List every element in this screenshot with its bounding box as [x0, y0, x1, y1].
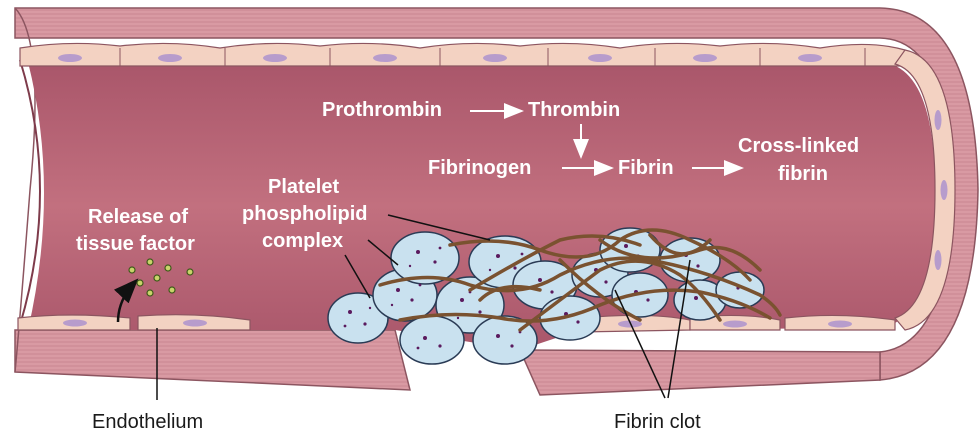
- label-platelet-2: phospholipid: [242, 203, 368, 225]
- label-release-1: Release of: [88, 206, 188, 228]
- label-release-2: tissue factor: [76, 233, 195, 255]
- top-endothelium: [20, 43, 905, 66]
- platelet: [400, 316, 464, 364]
- label-fibrin: Fibrin: [618, 157, 674, 179]
- label-fibrin-clot: Fibrin clot: [614, 411, 701, 433]
- label-fibrinogen: Fibrinogen: [428, 157, 531, 179]
- label-thrombin: Thrombin: [528, 99, 620, 121]
- label-platelet-3: complex: [262, 230, 343, 252]
- label-endothelium: Endothelium: [92, 411, 203, 433]
- label-crosslinked-2: fibrin: [778, 163, 828, 185]
- label-platelet-1: Platelet: [268, 176, 339, 198]
- label-prothrombin: Prothrombin: [322, 99, 442, 121]
- label-crosslinked-1: Cross-linked: [738, 135, 859, 157]
- platelet: [540, 296, 600, 340]
